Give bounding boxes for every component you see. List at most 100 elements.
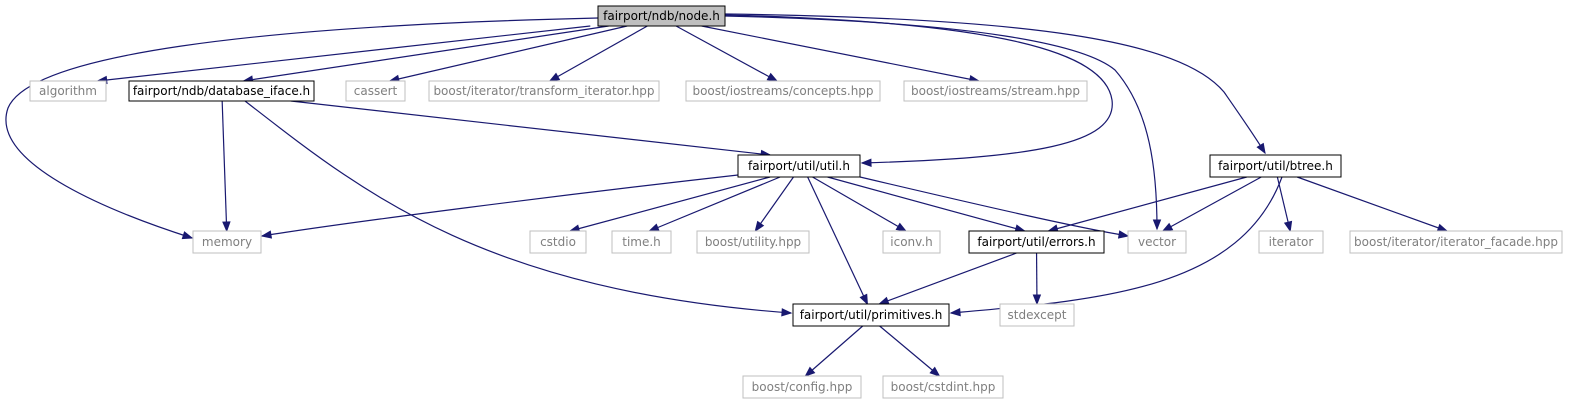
- node-primitives-h[interactable]: fairport/util/primitives.h: [792, 303, 950, 327]
- edge-node-h-to-vector: [724, 15, 1162, 231]
- edge-line: [649, 176, 781, 232]
- node-label: boost/iostreams/stream.hpp: [911, 84, 1080, 98]
- node-utility: boost/utility.hpp: [696, 230, 810, 254]
- edge-line: [879, 252, 1017, 305]
- node-label: boost/iterator/iterator_facade.hpp: [1354, 235, 1558, 249]
- edge-node-h-to-btree-h: [724, 13, 1266, 155]
- node-label: vector: [1138, 235, 1176, 249]
- node-label: cassert: [354, 84, 398, 98]
- node-algorithm: algorithm: [29, 80, 107, 102]
- node-box: [882, 230, 941, 254]
- node-box: [742, 375, 862, 399]
- node-box[interactable]: [968, 230, 1105, 254]
- edge-btree-h-to-iterator: [1276, 176, 1293, 233]
- node-label: iterator: [1269, 235, 1314, 249]
- node-box: [428, 80, 660, 102]
- edge-line: [389, 25, 628, 82]
- node-label: stdexcept: [1008, 308, 1067, 322]
- node-node-h[interactable]: fairport/ndb/node.h: [597, 5, 726, 27]
- edge-arrowhead: [648, 223, 660, 232]
- node-box: [696, 230, 810, 254]
- node-errors-h[interactable]: fairport/util/errors.h: [968, 230, 1105, 254]
- edge-arrowhead: [754, 220, 765, 233]
- node-label: memory: [202, 235, 252, 249]
- node-vector: vector: [1127, 230, 1187, 254]
- edge-node-h-to-database-iface: [242, 25, 609, 84]
- node-box[interactable]: [597, 5, 726, 27]
- edge-line: [569, 176, 771, 232]
- edge-node-h-to-transform-iterator: [548, 25, 648, 82]
- node-label: fairport/util/errors.h: [977, 235, 1095, 249]
- edge-database-iface-to-memory: [221, 100, 231, 233]
- edge-util-h-to-vector: [859, 176, 1130, 239]
- node-box: [999, 303, 1075, 327]
- edge-arrowhead: [1256, 142, 1266, 155]
- edge-line: [879, 325, 940, 377]
- edge-arrowhead: [260, 230, 273, 239]
- edge-btree-h-to-errors-h: [1047, 176, 1247, 233]
- node-stdexcept: stdexcept: [999, 303, 1075, 327]
- node-box: [345, 80, 406, 102]
- edge-primitives-h-to-cstdint: [879, 325, 941, 377]
- node-box: [882, 375, 1004, 399]
- node-label: fairport/ndb/node.h: [603, 9, 720, 23]
- node-box: [29, 80, 107, 102]
- node-box: [192, 230, 262, 254]
- edge-arrowhead: [860, 158, 872, 167]
- edge-util-h-to-iconv: [812, 176, 908, 232]
- edge-arrowhead: [1283, 220, 1293, 233]
- edge-line: [243, 25, 609, 82]
- edge-node-h-to-algorithm: [96, 25, 591, 85]
- node-box: [1258, 230, 1324, 254]
- node-box: [611, 230, 672, 254]
- edge-line: [261, 174, 739, 237]
- edge-line: [701, 25, 979, 82]
- edge-primitives-h-to-config: [804, 325, 864, 377]
- edge-line: [675, 25, 778, 82]
- node-label: boost/config.hpp: [752, 380, 853, 394]
- edges-layer: [5, 13, 1449, 377]
- edge-arrowhead: [181, 231, 194, 240]
- node-iterator: iterator: [1258, 230, 1324, 254]
- node-label: cstdio: [540, 235, 576, 249]
- edge-node-h-to-memory: [5, 17, 599, 240]
- edge-node-h-to-util-h: [724, 14, 1113, 167]
- node-memory: memory: [192, 230, 262, 254]
- node-iconv: iconv.h: [882, 230, 941, 254]
- edge-arrowhead: [781, 308, 793, 317]
- node-cstdint: boost/cstdint.hpp: [882, 375, 1004, 399]
- edge-line: [1048, 176, 1247, 232]
- node-transform-iterator: boost/iterator/transform_iterator.hpp: [428, 80, 660, 102]
- node-config: boost/config.hpp: [742, 375, 862, 399]
- edge-arrowhead: [877, 296, 890, 305]
- nodes-layer: fairport/ndb/node.h algorithm fairport/ndb…: [29, 5, 1563, 399]
- node-label: fairport/util/primitives.h: [800, 308, 943, 322]
- node-util-h[interactable]: fairport/util/util.h: [737, 154, 861, 178]
- node-label: fairport/ndb/database_iface.h: [133, 84, 310, 98]
- edge-arrowhead: [1117, 230, 1130, 239]
- node-box[interactable]: [792, 303, 950, 327]
- edge-database-iface-to-primitives-h: [244, 100, 793, 317]
- node-label: iconv.h: [890, 235, 932, 249]
- node-box[interactable]: [1209, 154, 1342, 178]
- edge-arrowhead: [949, 307, 961, 317]
- edge-line: [221, 100, 228, 232]
- node-iterator-facade: boost/iterator/iterator_facade.hpp: [1349, 230, 1563, 254]
- edge-util-h-to-primitives-h: [807, 176, 868, 306]
- node-stream: boost/iostreams/stream.hpp: [903, 80, 1088, 102]
- node-box[interactable]: [128, 80, 315, 102]
- edge-arrowhead: [222, 221, 231, 233]
- node-database-iface[interactable]: fairport/ndb/database_iface.h: [128, 80, 315, 102]
- edge-arrowhead: [1436, 223, 1449, 232]
- edge-arrowhead: [859, 293, 868, 306]
- edge-errors-h-to-primitives-h: [877, 252, 1017, 305]
- node-btree-h[interactable]: fairport/util/btree.h: [1209, 154, 1342, 178]
- edge-line: [549, 25, 648, 82]
- edge-errors-h-to-stdexcept: [1032, 252, 1042, 306]
- node-box[interactable]: [737, 154, 861, 178]
- node-time-h: time.h: [611, 230, 672, 254]
- node-box: [1127, 230, 1187, 254]
- edge-btree-h-to-iterator-facade: [1296, 176, 1449, 232]
- node-label: boost/iterator/transform_iterator.hpp: [433, 84, 654, 98]
- node-label: time.h: [622, 235, 661, 249]
